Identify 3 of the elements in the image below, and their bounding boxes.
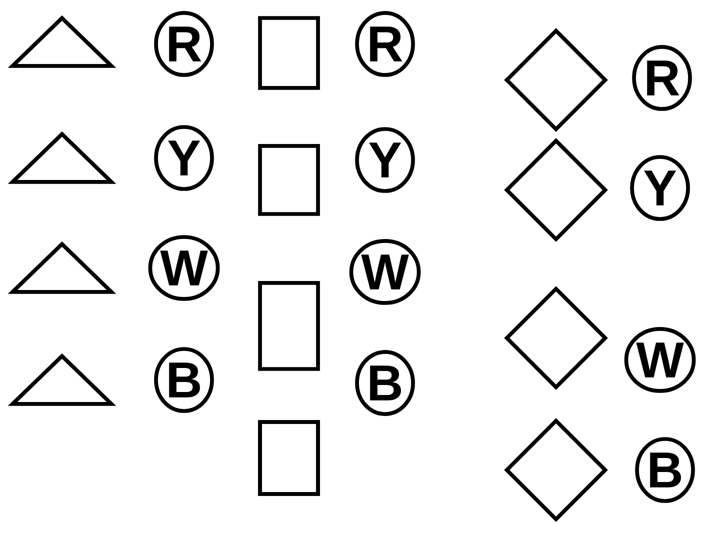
square [258,16,320,90]
square [258,281,320,371]
square [258,144,320,216]
